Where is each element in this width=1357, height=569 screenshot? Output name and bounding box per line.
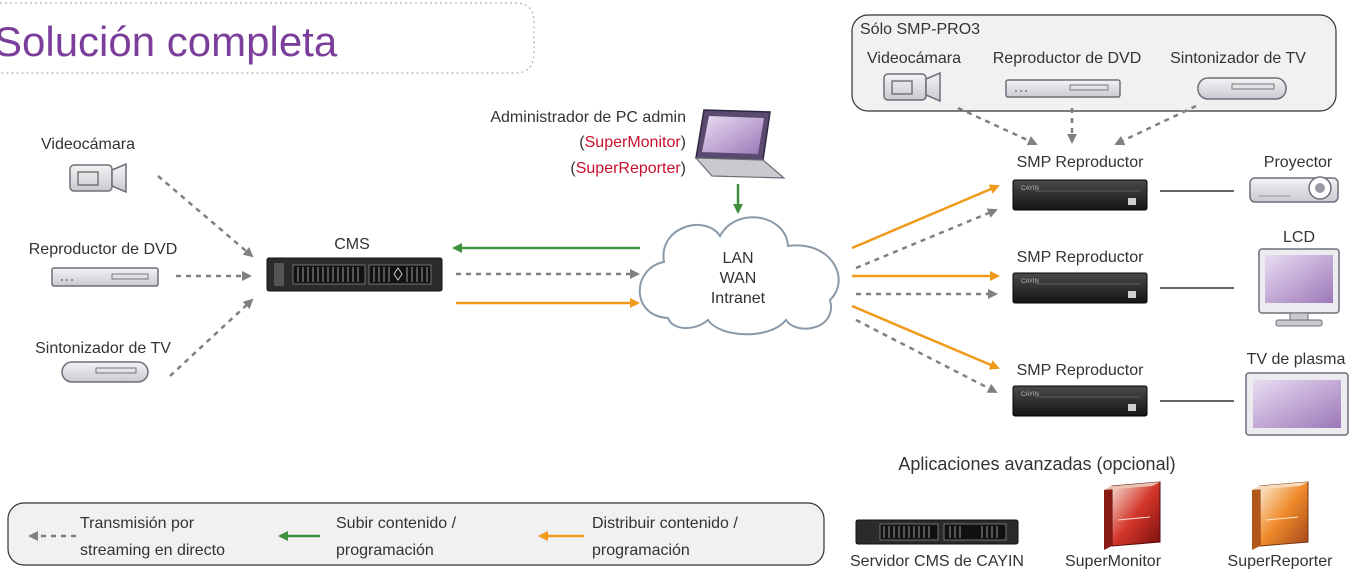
admin-label: Administrador de PC admin — [490, 109, 686, 126]
legend-upload: Subir contenido / programación — [278, 515, 457, 559]
title-frame — [0, 2, 535, 74]
lcd-label: LCD — [1283, 229, 1315, 246]
source-tuner: Sintonizador de TV — [35, 340, 171, 383]
source-tuner-label: Sintonizador de TV — [35, 340, 171, 357]
smp-player-2: SMP Reproductor CAYIN — [1012, 249, 1148, 304]
legend-streaming: Transmisión por streaming en directo — [28, 515, 225, 559]
projector-label: Proyector — [1264, 154, 1333, 171]
legend-frame — [7, 502, 825, 566]
player-1-label: SMP Reproductor — [1017, 154, 1145, 171]
admin-supermonitor: SuperMonitor — [585, 134, 682, 151]
source-camera-label: Videocámara — [41, 136, 135, 153]
smp-player-3: SMP Reproductor CAYIN — [1012, 362, 1148, 417]
player-display-connectors — [1160, 190, 1234, 402]
cms-server-product-icon — [855, 519, 1019, 545]
legend-streaming-text-1: Transmisión por — [80, 515, 195, 532]
legend-distribute-text-2: programación — [592, 542, 690, 559]
display-lcd: LCD — [1258, 229, 1340, 327]
media-player-icon: CAYIN — [1012, 179, 1148, 211]
legend-distribute: Distribuir contenido / programación — [538, 515, 738, 559]
advanced-superreporter-label: SuperReporter — [1228, 553, 1334, 569]
source-camera: Videocámara — [41, 136, 135, 194]
network-to-players-arrows — [851, 184, 1000, 394]
cms-label: CMS — [334, 236, 370, 253]
tv-tuner-icon — [61, 361, 149, 383]
smp-player-1: SMP Reproductor CAYIN — [1012, 154, 1148, 211]
player-3-brand: CAYIN — [1021, 392, 1039, 398]
legend-streaming-text-2: streaming en directo — [80, 542, 225, 559]
media-player-icon: CAYIN — [1012, 272, 1148, 304]
network-cloud: LAN WAN Intranet — [638, 216, 840, 336]
player-2-brand: CAYIN — [1021, 279, 1039, 285]
advanced-apps: Aplicaciones avanzadas (opcional) Servid… — [850, 454, 1333, 569]
legend-distribute-text-1: Distribuir contenido / — [592, 515, 738, 532]
media-player-icon: CAYIN — [1012, 385, 1148, 417]
pro3-camera-label: Videocámara — [867, 50, 961, 67]
display-projector: Proyector — [1249, 154, 1339, 203]
pro3-dvd-player-icon — [1005, 79, 1121, 98]
legend: Transmisión por streaming en directo Sub… — [7, 502, 825, 566]
page-title: Solución completa — [0, 18, 338, 65]
admin-superreporter-line: (SuperReporter) — [570, 160, 686, 177]
player-2-label: SMP Reproductor — [1017, 249, 1145, 266]
smp-pro3-panel: Sólo SMP-PRO3 Videocámara Reproductor de… — [851, 14, 1337, 112]
cms-server: CMS — [266, 236, 443, 292]
legend-upload-text-1: Subir contenido / — [336, 515, 457, 532]
legend-upload-text-2: programación — [336, 542, 434, 559]
smp-pro3-label: Sólo SMP-PRO3 — [860, 21, 980, 38]
pro3-tv-tuner-icon — [1197, 77, 1287, 100]
supermonitor-box-icon — [1104, 481, 1161, 550]
admin-supermonitor-line: (SuperMonitor) — [579, 134, 686, 151]
laptop-icon — [694, 109, 786, 179]
pro3-streaming-arrows — [957, 104, 1197, 146]
player-3-label: SMP Reproductor — [1017, 362, 1145, 379]
advanced-title: Aplicaciones avanzadas (opcional) — [898, 454, 1175, 474]
source-dvd-label: Reproductor de DVD — [29, 241, 178, 258]
advanced-server-label: Servidor CMS de CAYIN — [850, 553, 1024, 569]
pro3-tuner-label: Sintonizador de TV — [1170, 50, 1306, 67]
player-1-brand: CAYIN — [1021, 186, 1039, 192]
pro3-videocamera-icon — [883, 71, 941, 103]
plasma-label: TV de plasma — [1247, 351, 1346, 368]
lcd-monitor-icon — [1258, 248, 1340, 327]
plasma-tv-icon — [1245, 372, 1349, 436]
pro3-dvd-label: Reproductor de DVD — [993, 50, 1142, 67]
projector-icon — [1249, 176, 1339, 203]
dvd-player-icon — [51, 267, 159, 287]
network-line3: Intranet — [711, 290, 766, 307]
admin-superreporter: SuperReporter — [576, 160, 682, 177]
advanced-supermonitor-label: SuperMonitor — [1065, 553, 1162, 569]
videocamera-icon — [69, 162, 127, 194]
superreporter-box-icon — [1252, 481, 1309, 550]
cloud-icon — [638, 216, 840, 336]
title-block: Solución completa — [0, 2, 535, 74]
network-line1: LAN — [722, 250, 753, 267]
source-streaming-arrows — [157, 175, 254, 377]
network-line2: WAN — [720, 270, 757, 287]
admin-pc: Administrador de PC admin (SuperMonitor)… — [490, 109, 786, 214]
source-dvd: Reproductor de DVD — [29, 241, 178, 287]
rack-server-icon — [266, 257, 443, 292]
display-plasma: TV de plasma — [1245, 351, 1349, 436]
